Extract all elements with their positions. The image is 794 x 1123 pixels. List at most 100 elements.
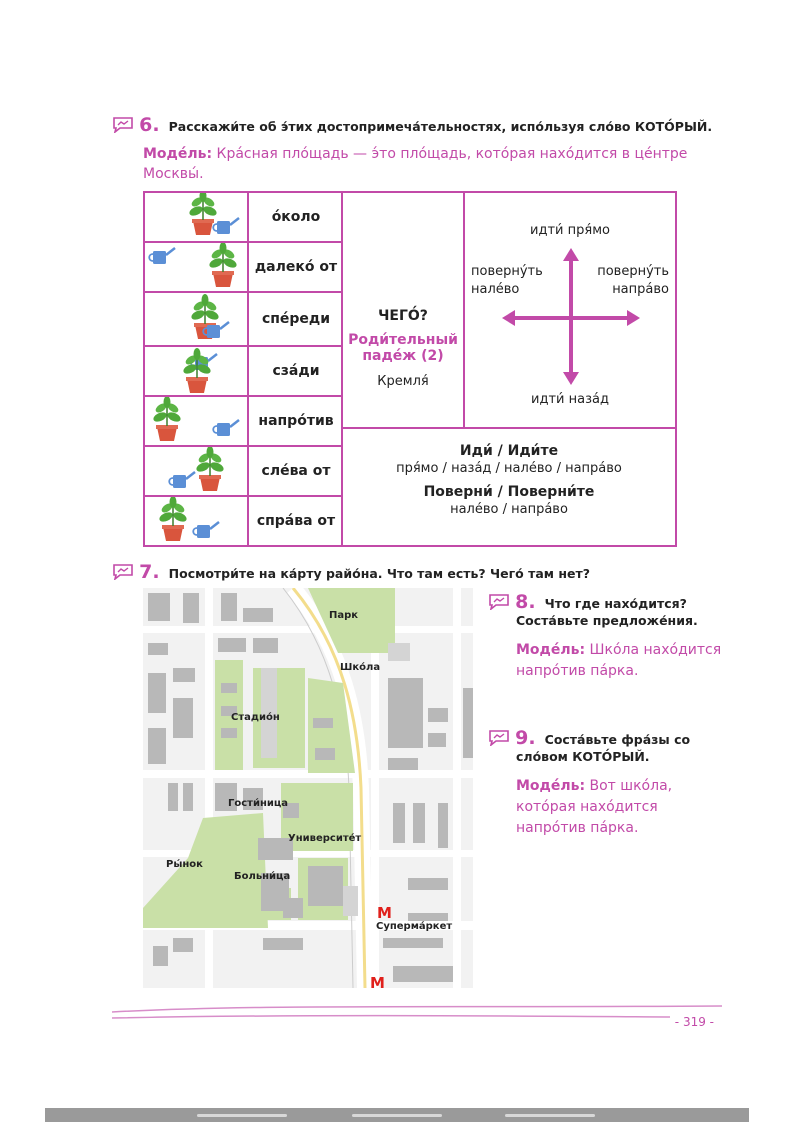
plant-icon [148, 241, 239, 288]
map-label-school: Шко́ла [340, 662, 381, 673]
prep-label: о́коло [271, 209, 321, 225]
prep-label: спра́ва от [256, 513, 336, 529]
plant-icon [168, 445, 226, 492]
go-title: Иди́ / Иди́те [459, 443, 559, 459]
task6-model: Моде́ль: Кра́сная пло́щадь — э́то пло́ща… [143, 144, 687, 184]
task-instruction: Посмотри́те на ка́рту райо́на. Что там е… [168, 566, 590, 581]
directions-box: идти́ пря́мо поверну́ть нале́во поверну́… [465, 193, 675, 427]
model-text-cont: напро́тив па́рка. [516, 820, 639, 836]
case-question: ЧЕГО́? [378, 308, 428, 324]
map-label-market: Ры́нок [166, 859, 203, 870]
prep-row-far: далеко́ от [145, 241, 341, 293]
prep-label: далеко́ от [254, 259, 338, 275]
scroll-segment [197, 1114, 287, 1117]
go-options: пря́мо / наза́д / нале́во / напра́во [396, 461, 622, 476]
turn-options: нале́во / напра́во [450, 502, 568, 517]
task9-block: 9. Соста́вьте фра́зы со сло́вом КОТО́РЫЙ… [488, 727, 690, 839]
scroll-segment [352, 1114, 442, 1117]
prep-row-right: спра́ва от [145, 495, 341, 545]
case-name: Роди́тельный [348, 332, 458, 348]
metro-icon: М [370, 974, 385, 988]
map-label-university: Университе́т [288, 833, 362, 844]
task7-header: 7. Посмотри́те на ка́рту райо́на. Что та… [112, 561, 590, 583]
page-number: - 319 - [674, 1015, 714, 1029]
case-box: ЧЕГО́? Роди́тельный паде́ж (2) Кремля́ [343, 308, 463, 389]
plant-icon [187, 189, 241, 236]
cross-arrows-icon [502, 248, 640, 385]
model-text-cont: кото́рая нахо́дится [516, 799, 658, 815]
prep-row-opposite: напро́тив [145, 395, 341, 447]
dir-left-line1: поверну́ть [471, 264, 543, 279]
task-instruction-cont: сло́вом КОТО́РЫЙ. [516, 749, 650, 764]
prep-row-behind: сза́ди [145, 347, 341, 397]
chat-bubble-icon [113, 117, 133, 133]
map-graphic [143, 588, 473, 988]
model-text-cont: Москвы́. [143, 166, 204, 182]
plant-icon [189, 293, 231, 340]
map-label-stadium: Стадио́н [231, 712, 280, 723]
plant-can-picture [145, 293, 249, 345]
task8-model: Моде́ль: Шко́ла нахо́дится напро́тив па́… [516, 640, 721, 682]
map-label-hospital: Больни́ца [234, 871, 291, 882]
model-label: Моде́ль: [516, 642, 586, 658]
divider [341, 193, 343, 545]
map-label-supermarket: Суперма́ркет [376, 921, 453, 932]
plant-can-picture [145, 189, 249, 241]
prep-row-left: сле́ва от [145, 445, 341, 497]
task-instruction: Что где нахо́дится? [544, 596, 687, 611]
task-instruction: Соста́вьте фра́зы со [544, 732, 691, 747]
metro-icon: М [377, 904, 392, 922]
task-number: 7. [139, 561, 160, 583]
task-number: 9. [515, 727, 536, 749]
model-label: Моде́ль: [516, 778, 586, 794]
imperatives-box: Иди́ / Иди́те пря́мо / наза́д / нале́во … [343, 443, 675, 517]
turn-title: Поверни́ / Поверни́те [423, 484, 595, 500]
chat-bubble-icon [489, 594, 509, 610]
plant-can-picture [145, 395, 249, 445]
task-instruction: Расскажи́те об э́тих достопримеча́тельно… [168, 119, 713, 134]
task9-model: Моде́ль: Вот шко́ла, кото́рая нахо́дится… [516, 776, 690, 839]
dir-right-line2: напра́во [612, 282, 669, 297]
prep-row-front: спе́реди [145, 293, 341, 347]
chat-bubble-icon [113, 564, 133, 580]
dir-right: поверну́ть напра́во [597, 263, 669, 299]
plant-can-picture [145, 347, 249, 395]
scroll-bar[interactable] [45, 1108, 749, 1122]
dir-left-line2: нале́во [471, 282, 520, 297]
model-label: Моде́ль: [143, 146, 213, 162]
prep-label: напро́тив [258, 413, 334, 429]
prep-row-near: о́коло [145, 189, 341, 243]
model-text: Вот шко́ла, [589, 778, 673, 794]
plant-icon [181, 347, 219, 394]
plant-can-picture [145, 495, 249, 545]
plant-can-picture [145, 241, 249, 291]
task-number: 8. [515, 591, 536, 613]
model-text: Кра́сная пло́щадь — э́то пло́щадь, кото́… [216, 146, 688, 162]
grammar-table: о́коло далеко́ от спе́реди сза́ди напро́… [143, 189, 677, 547]
prep-label: сле́ва от [261, 463, 331, 479]
task6-header: 6. Расскажи́те об э́тих достопримеча́тел… [112, 114, 712, 136]
footer-decoration [111, 1005, 723, 1019]
model-text: Шко́ла нахо́дится [589, 642, 722, 658]
task-number: 6. [139, 114, 160, 136]
chat-bubble-icon [489, 730, 509, 746]
plant-icon [151, 395, 241, 442]
divider [341, 427, 675, 429]
case-example: Кремля́ [377, 374, 429, 389]
plant-icon [157, 495, 221, 542]
prep-label: сза́ди [272, 363, 320, 379]
district-map: Парк Шко́ла Стадио́н Гости́ница Универси… [143, 588, 473, 988]
map-label-hotel: Гости́ница [228, 798, 289, 809]
task8-block: 8. Что где нахо́дится? Соста́вьте предло… [488, 591, 721, 682]
case-name-cont: паде́ж (2) [362, 348, 444, 364]
dir-down: идти́ наза́д [531, 392, 609, 407]
model-text-cont: напро́тив па́рка. [516, 663, 639, 679]
prep-label: спе́реди [261, 311, 331, 327]
dir-right-line1: поверну́ть [597, 264, 669, 279]
scroll-segment [505, 1114, 595, 1117]
task-instruction-cont: Соста́вьте предложе́ния. [516, 613, 698, 628]
map-label-park: Парк [329, 610, 359, 621]
plant-can-picture [145, 445, 249, 495]
divider [463, 193, 465, 427]
dir-up: идти́ пря́мо [530, 223, 610, 238]
